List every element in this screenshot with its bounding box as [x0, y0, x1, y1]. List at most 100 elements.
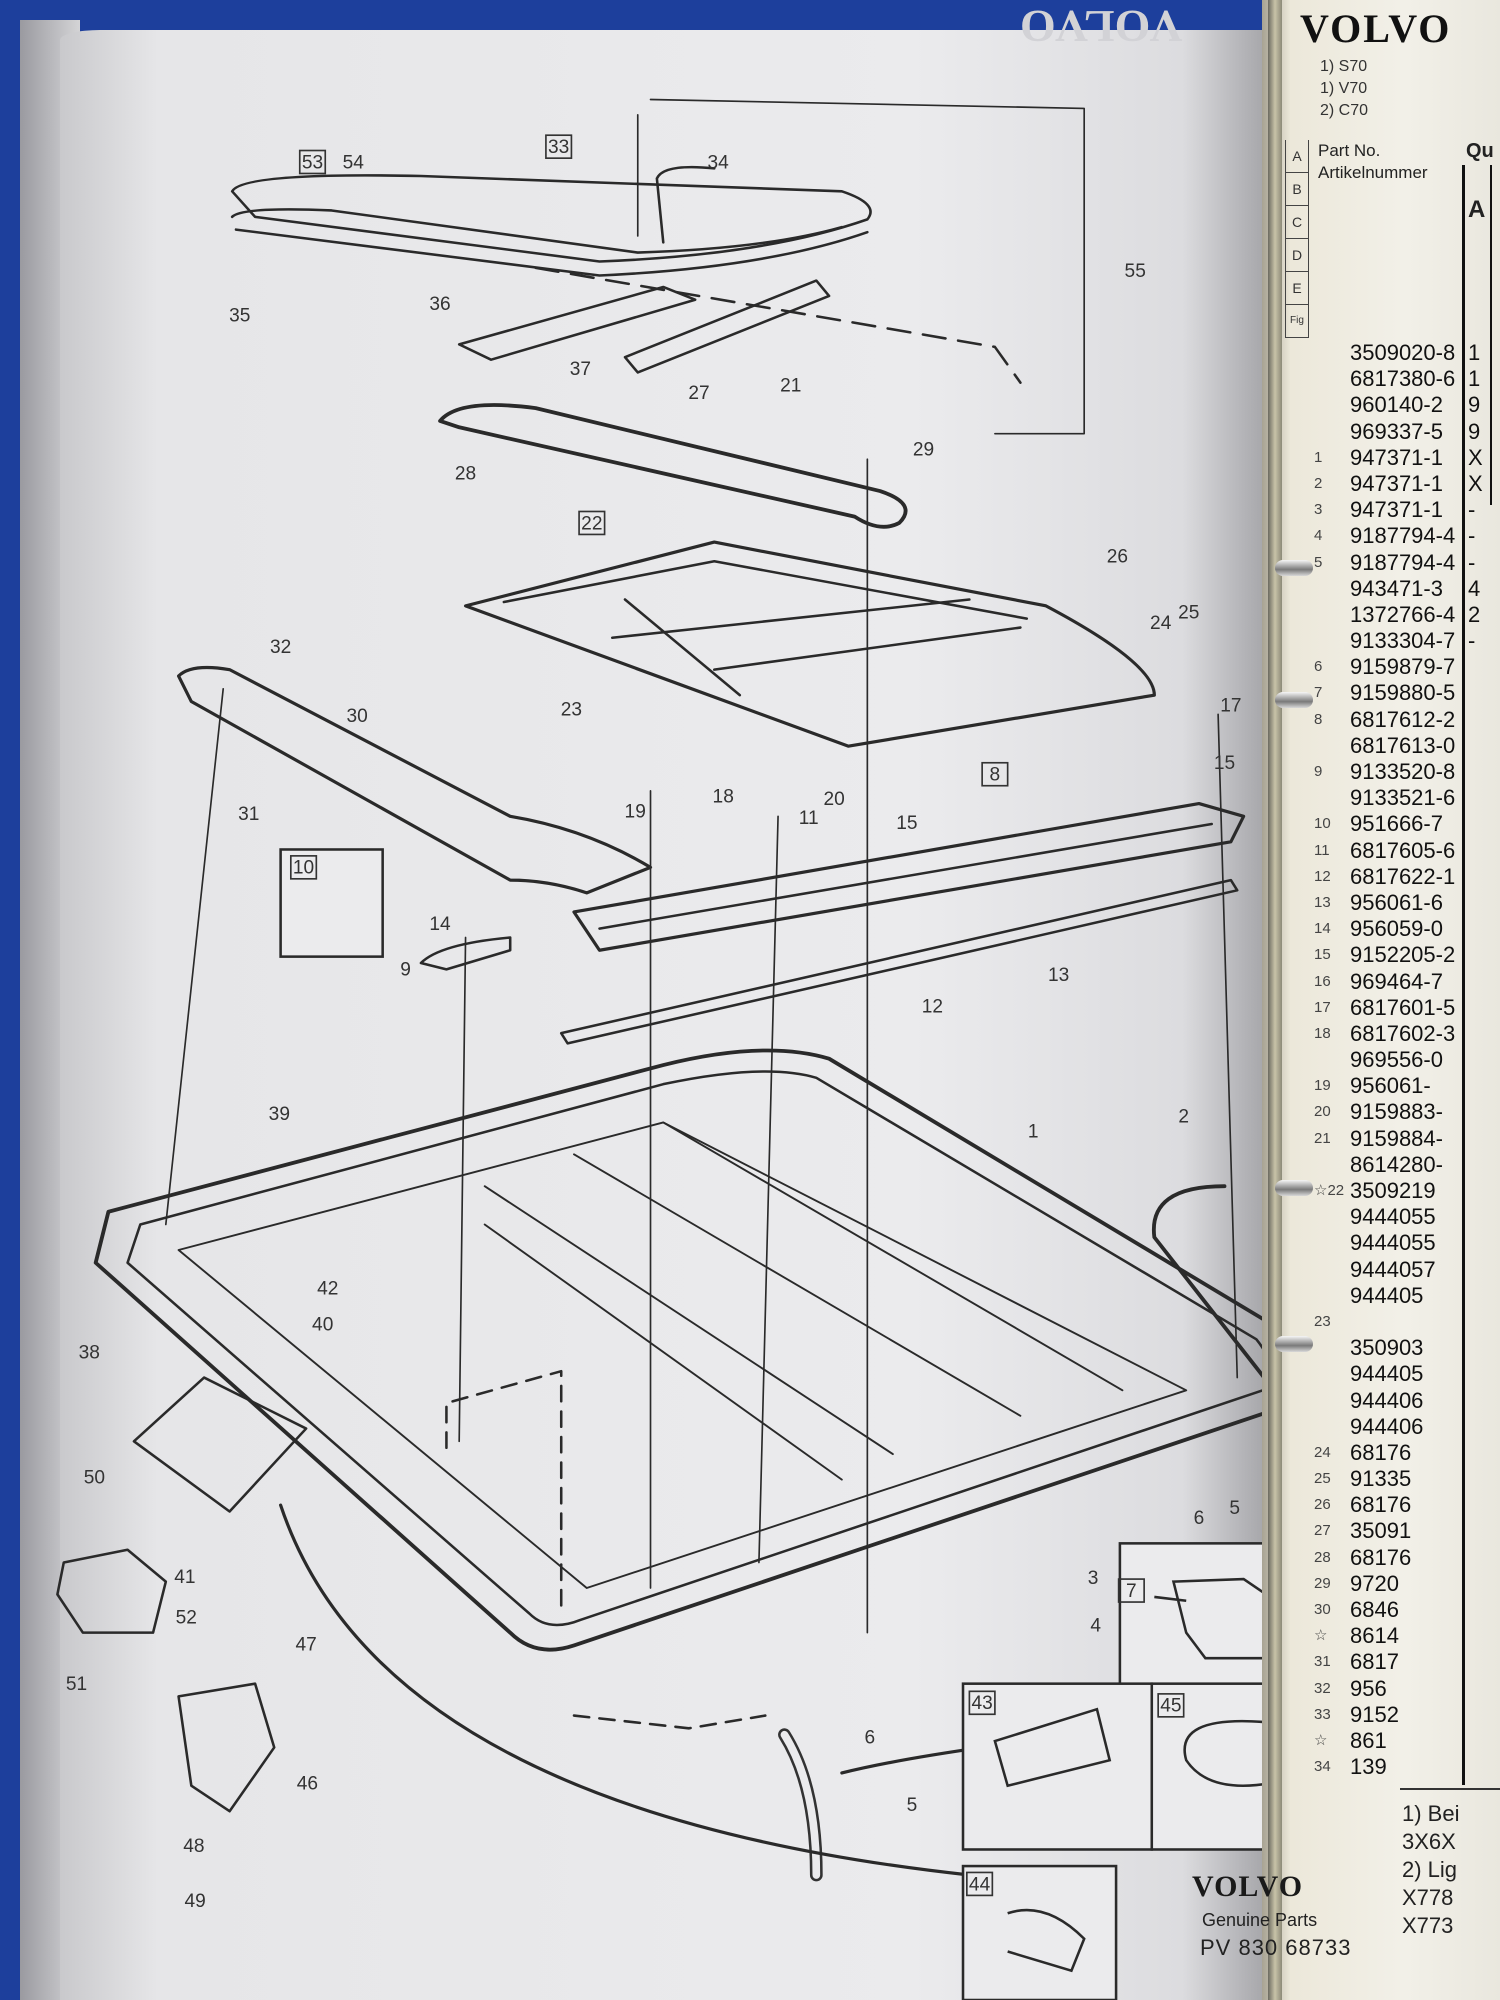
callout-17: 17	[1220, 696, 1241, 717]
callout-15: 15	[1214, 753, 1235, 774]
callout-46: 46	[297, 1774, 318, 1795]
row-ref: 34	[1314, 1758, 1331, 1776]
callout-label: 48	[183, 1836, 204, 1857]
callout-11: 11	[799, 808, 819, 829]
footnote: 2) Lig	[1402, 1857, 1458, 1882]
callout-label: 27	[688, 383, 709, 404]
callout-6: 6	[865, 1728, 876, 1749]
callout-50: 50	[84, 1467, 105, 1488]
row-part: 9187794-4	[1350, 523, 1456, 549]
row-part: 9444055	[1350, 1204, 1436, 1230]
callout-32: 32	[270, 637, 291, 658]
callout-label: 43	[972, 1693, 993, 1714]
row-qty: X	[1468, 444, 1483, 470]
fig-label: Fig	[1285, 305, 1309, 338]
row-ref: 8	[1314, 710, 1323, 728]
callout-label: 34	[707, 152, 729, 173]
callout-52: 52	[176, 1608, 197, 1629]
row-ref: ☆22	[1314, 1182, 1345, 1199]
footnote: X778	[1402, 1885, 1454, 1910]
callout-42: 42	[317, 1279, 338, 1300]
callout-49: 49	[185, 1891, 206, 1912]
callout-label: 22	[581, 513, 602, 534]
callout-25: 25	[1178, 603, 1199, 624]
row-qty: 9	[1468, 418, 1481, 444]
row-qty: 4	[1468, 575, 1481, 601]
callout-26: 26	[1107, 547, 1128, 568]
callout-label: 13	[1048, 965, 1069, 986]
clamp-45-drawing	[1183, 1719, 1289, 1787]
row-ref: 2	[1314, 474, 1323, 492]
callout-label: 54	[343, 152, 365, 173]
callout-12: 12	[922, 997, 943, 1018]
callout-19: 19	[625, 802, 646, 823]
callout-label: 7	[1126, 1581, 1137, 1602]
callout-21: 21	[780, 376, 801, 397]
variant-letter: A	[1285, 140, 1309, 173]
row-ref: 24	[1314, 1443, 1331, 1461]
callout-4: 4	[1090, 1615, 1101, 1636]
callout-39: 39	[269, 1104, 290, 1125]
callout-label: 14	[429, 914, 451, 935]
frame-22	[463, 540, 1156, 748]
callout-40: 40	[312, 1314, 333, 1335]
motor-46	[177, 1682, 276, 1813]
brand-logo: VOLVO	[1300, 6, 1452, 51]
row-part: 68176	[1350, 1492, 1412, 1518]
detail-box-44	[961, 1864, 1118, 2000]
variant-letter: E	[1285, 272, 1309, 305]
callout-31: 31	[238, 804, 259, 825]
callout-label: 39	[269, 1104, 290, 1125]
callout-label: 8	[990, 765, 1001, 786]
callout-label: 29	[913, 439, 934, 460]
row-part: 944405	[1350, 1282, 1424, 1308]
row-part: 9152205-2	[1350, 942, 1456, 968]
row-part: 68176	[1350, 1544, 1412, 1570]
model-list: 1) S70 1) V70 2) C70	[1320, 56, 1368, 122]
callout-label: 53	[302, 152, 323, 173]
callout-label: 36	[429, 294, 450, 315]
callout-label: 4	[1090, 1615, 1101, 1636]
model-item: 1) V70	[1320, 80, 1368, 97]
callout-label: 35	[229, 305, 250, 326]
binder-ring	[1275, 560, 1313, 576]
callout-44: 44	[966, 1871, 994, 1897]
callout-label: 30	[347, 706, 368, 727]
part-no-label: Part No.	[1318, 141, 1381, 160]
clip-44-drawing	[1007, 1908, 1086, 1973]
variant-letters: A B C D E Fig	[1285, 140, 1309, 338]
callout-label: 49	[185, 1891, 206, 1912]
callout-37: 37	[570, 359, 591, 380]
row-part: 969464-7	[1350, 968, 1443, 994]
publication-number: PV 830 68733	[1200, 1935, 1352, 1960]
callout-30: 30	[347, 706, 368, 727]
row-part: 9444057	[1350, 1256, 1436, 1282]
callout-label: 11	[799, 808, 819, 829]
deflector-27	[438, 403, 908, 529]
callout-label: 37	[570, 359, 591, 380]
footnote: X773	[1402, 1913, 1454, 1938]
callout-7: 7	[1117, 1578, 1145, 1603]
row-part: 6846	[1350, 1597, 1399, 1622]
relay-51	[56, 1548, 168, 1634]
row-ref: 21	[1314, 1129, 1331, 1147]
row-part: 8614280-	[1350, 1151, 1443, 1177]
callout-28: 28	[455, 464, 476, 485]
row-part: 6817612-2	[1350, 706, 1456, 732]
callout-10: 10	[289, 855, 318, 880]
callout-54: 54	[343, 152, 365, 173]
callout-label: 12	[922, 997, 943, 1018]
callout-48: 48	[183, 1836, 204, 1857]
callout-label: 24	[1150, 613, 1172, 634]
row-ref: 1	[1314, 448, 1323, 466]
variant-letter: B	[1285, 173, 1309, 206]
row-ref: 10	[1314, 815, 1331, 833]
footnotes: 1) Bei 3X6X 2) Lig X778 X773	[1402, 1800, 1459, 1940]
mounting-plate	[132, 1376, 308, 1513]
row-part: 956061-	[1350, 1073, 1431, 1099]
row-part: 350903	[1350, 1335, 1424, 1361]
callout-33: 33	[545, 134, 573, 159]
row-ref: 32	[1314, 1679, 1331, 1697]
callout-22: 22	[578, 510, 606, 536]
callout-43: 43	[968, 1690, 996, 1716]
